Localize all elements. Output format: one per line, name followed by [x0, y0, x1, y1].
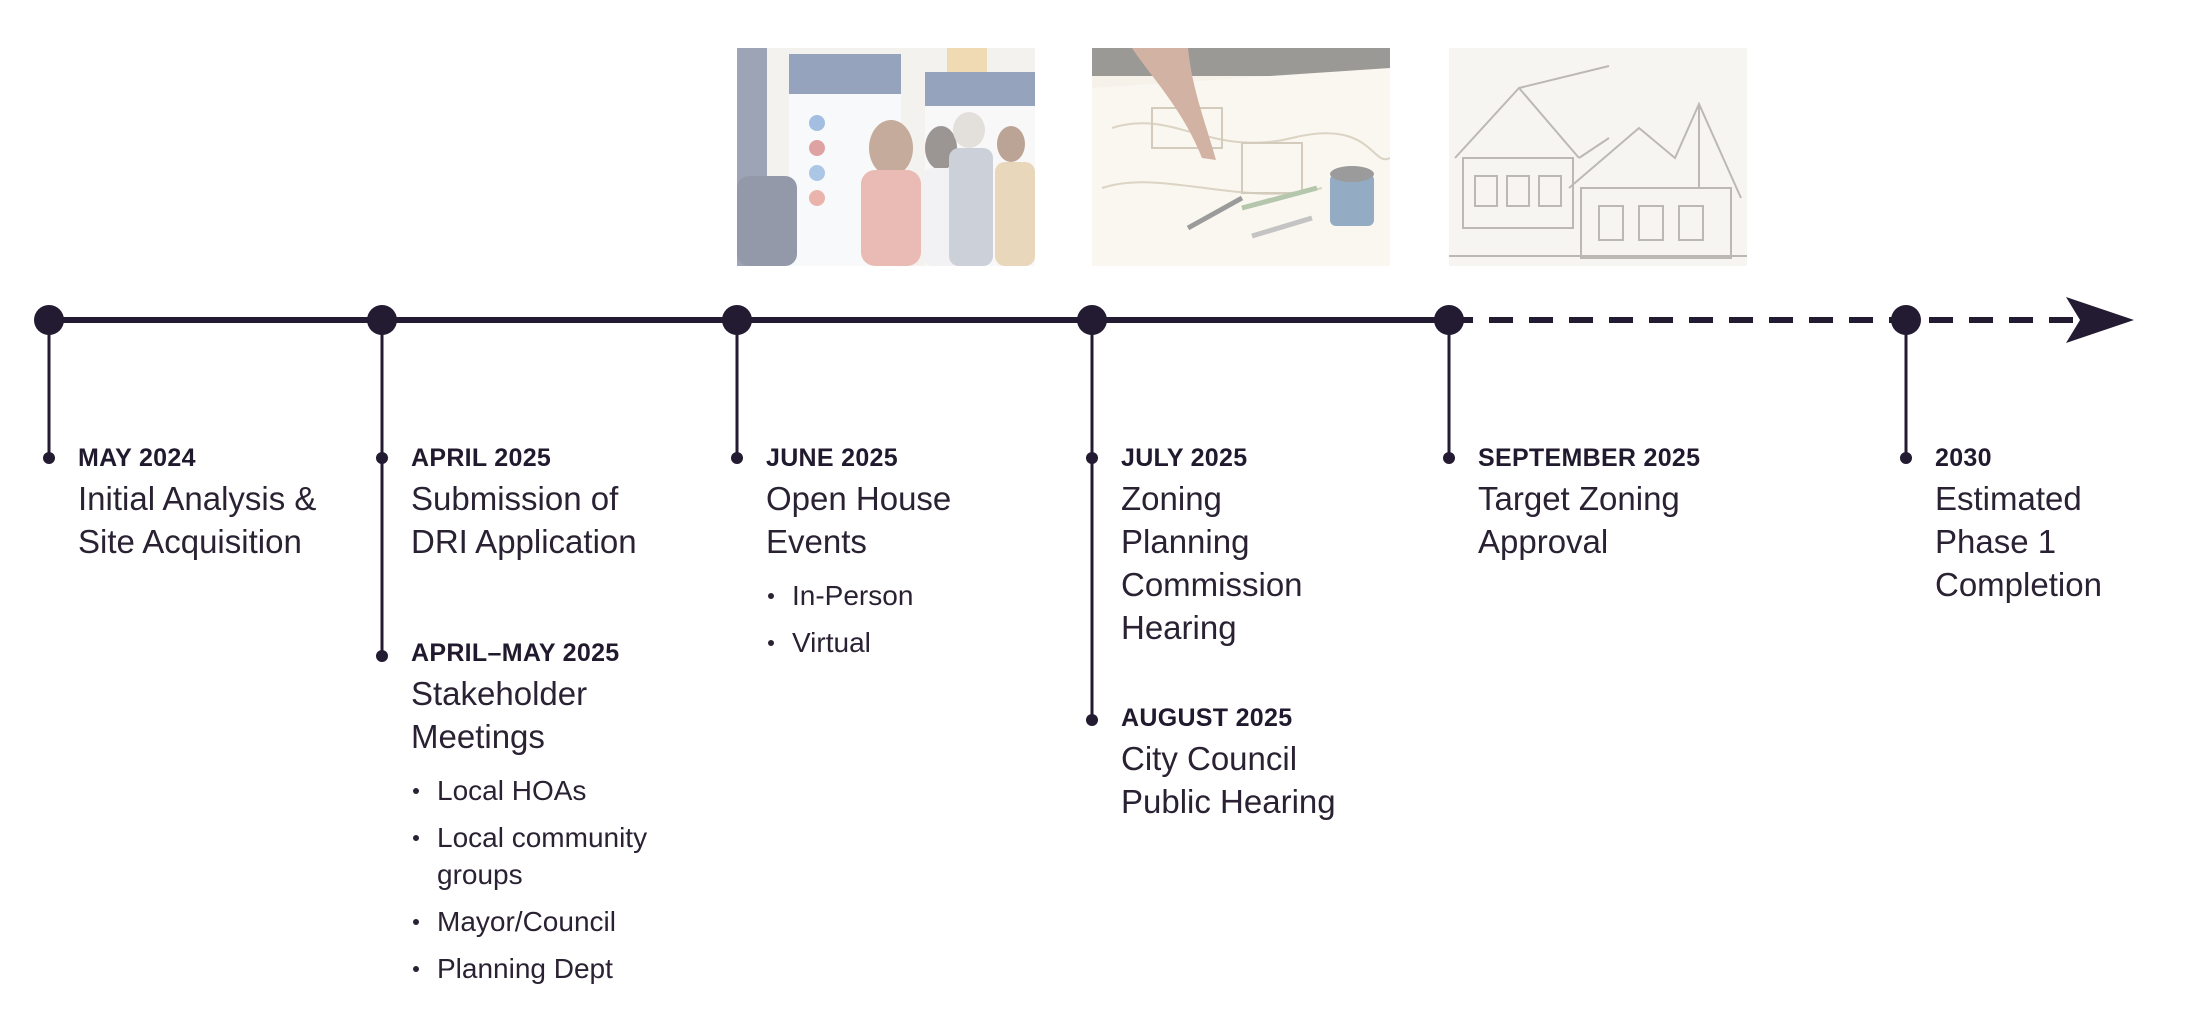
bullet-item: Mayor/Council: [411, 903, 691, 940]
node-april-2025: [367, 305, 397, 335]
event-title: Target Zoning Approval: [1478, 477, 1738, 563]
timeline-arrowhead: [2066, 297, 2134, 343]
event-title: Zoning Planning Commission Hearing: [1121, 477, 1321, 649]
event-date: AUGUST 2025: [1121, 703, 1381, 733]
event-title: Stakeholder Meetings: [411, 672, 651, 758]
bullet-item: Local HOAs: [411, 772, 691, 809]
event-may-2024: MAY 2024 Initial Analysis & Site Acquisi…: [78, 443, 358, 563]
event-title: Open House Events: [766, 477, 996, 563]
dot-2030: [1900, 452, 1912, 464]
event-date: SEPTEMBER 2025: [1478, 443, 1738, 473]
dot-september-2025: [1443, 452, 1455, 464]
dot-may-2024: [43, 452, 55, 464]
node-july-2025: [1077, 305, 1107, 335]
node-may-2024: [34, 305, 64, 335]
node-2030: [1891, 305, 1921, 335]
dot-june-2025: [731, 452, 743, 464]
event-bullets: In-Person Virtual: [766, 577, 1006, 661]
event-september-2025: SEPTEMBER 2025 Target Zoning Approval: [1478, 443, 1738, 563]
event-bullets: Local HOAs Local community groups Mayor/…: [411, 772, 691, 987]
node-september-2025: [1434, 305, 1464, 335]
event-date: APRIL 2025: [411, 443, 671, 473]
event-date: JUNE 2025: [766, 443, 1006, 473]
event-june-2025: JUNE 2025 Open House Events In-Person Vi…: [766, 443, 1006, 671]
event-title: City Council Public Hearing: [1121, 737, 1381, 823]
bullet-item: Planning Dept: [411, 950, 691, 987]
event-date: JULY 2025: [1121, 443, 1321, 473]
event-april-2025: APRIL 2025 Submission of DRI Application: [411, 443, 671, 563]
event-august-2025: AUGUST 2025 City Council Public Hearing: [1121, 703, 1381, 823]
open-house-photo: [737, 48, 1035, 266]
event-title: Initial Analysis & Site Acquisition: [78, 477, 358, 563]
event-date: 2030: [1935, 443, 2135, 473]
event-title: Submission of DRI Application: [411, 477, 671, 563]
event-july-2025: JULY 2025 Zoning Planning Commission Hea…: [1121, 443, 1321, 649]
architectural-sketch-photo: [1449, 48, 1747, 266]
event-2030: 2030 Estimated Phase 1 Completion: [1935, 443, 2135, 606]
dot-july-2025: [1086, 452, 1098, 464]
dot-april-2025: [376, 452, 388, 464]
event-date: MAY 2024: [78, 443, 358, 473]
dot-august-2025: [1086, 714, 1098, 726]
node-june-2025: [722, 305, 752, 335]
plans-sketching-photo: [1092, 48, 1390, 266]
dot-april-may-2025: [376, 650, 388, 662]
bullet-item: Local community groups: [411, 819, 691, 893]
bullet-item: Virtual: [766, 624, 1006, 661]
bullet-item: In-Person: [766, 577, 1006, 614]
event-title: Estimated Phase 1 Completion: [1935, 477, 2135, 606]
event-date: APRIL–MAY 2025: [411, 638, 691, 668]
event-april-may-2025: APRIL–MAY 2025 Stakeholder Meetings Loca…: [411, 638, 691, 997]
